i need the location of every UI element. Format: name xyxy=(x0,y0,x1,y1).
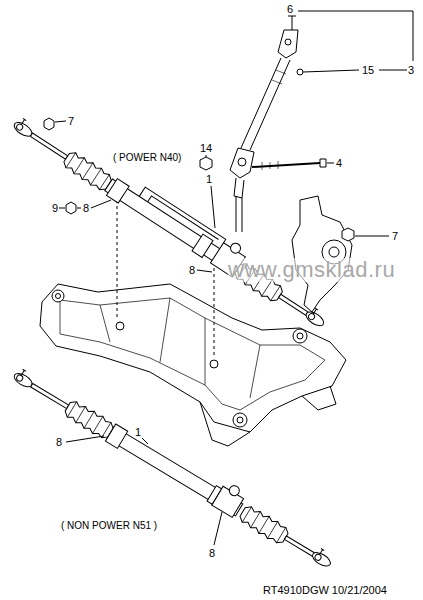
callout-number: 15 xyxy=(361,64,375,76)
callout-number: 1 xyxy=(134,426,142,438)
callout-number: 4 xyxy=(335,157,343,169)
steering-knuckle xyxy=(292,196,354,312)
nut xyxy=(66,202,76,214)
callout-number: 7 xyxy=(391,230,399,242)
variant-label: ( NON POWER N51 ) xyxy=(60,520,158,531)
watermark: www.gmsklad.ru xyxy=(228,258,395,282)
pinch-bolt xyxy=(200,157,326,170)
callout-number: 8 xyxy=(55,436,63,448)
drawing-code: RT4910DGW 10/21/2004 xyxy=(262,584,388,596)
nut xyxy=(44,118,54,130)
callout-number: 1 xyxy=(205,173,213,185)
variant-label: ( POWER N40) xyxy=(112,152,182,163)
callout-number: 8 xyxy=(188,264,196,276)
callout-number: 7 xyxy=(67,115,75,127)
leader-line xyxy=(55,11,413,545)
intermediate-shaft xyxy=(230,16,303,232)
callout-number: 9 xyxy=(51,202,59,214)
callout-number: 6 xyxy=(286,3,294,15)
callout-number: 8 xyxy=(208,547,216,559)
power-rack xyxy=(9,106,335,332)
subframe xyxy=(40,284,346,446)
callout-number: 14 xyxy=(199,142,213,154)
manual-rack xyxy=(9,359,339,573)
callout-number: 3 xyxy=(407,64,415,76)
callout-number: 8 xyxy=(82,202,90,214)
